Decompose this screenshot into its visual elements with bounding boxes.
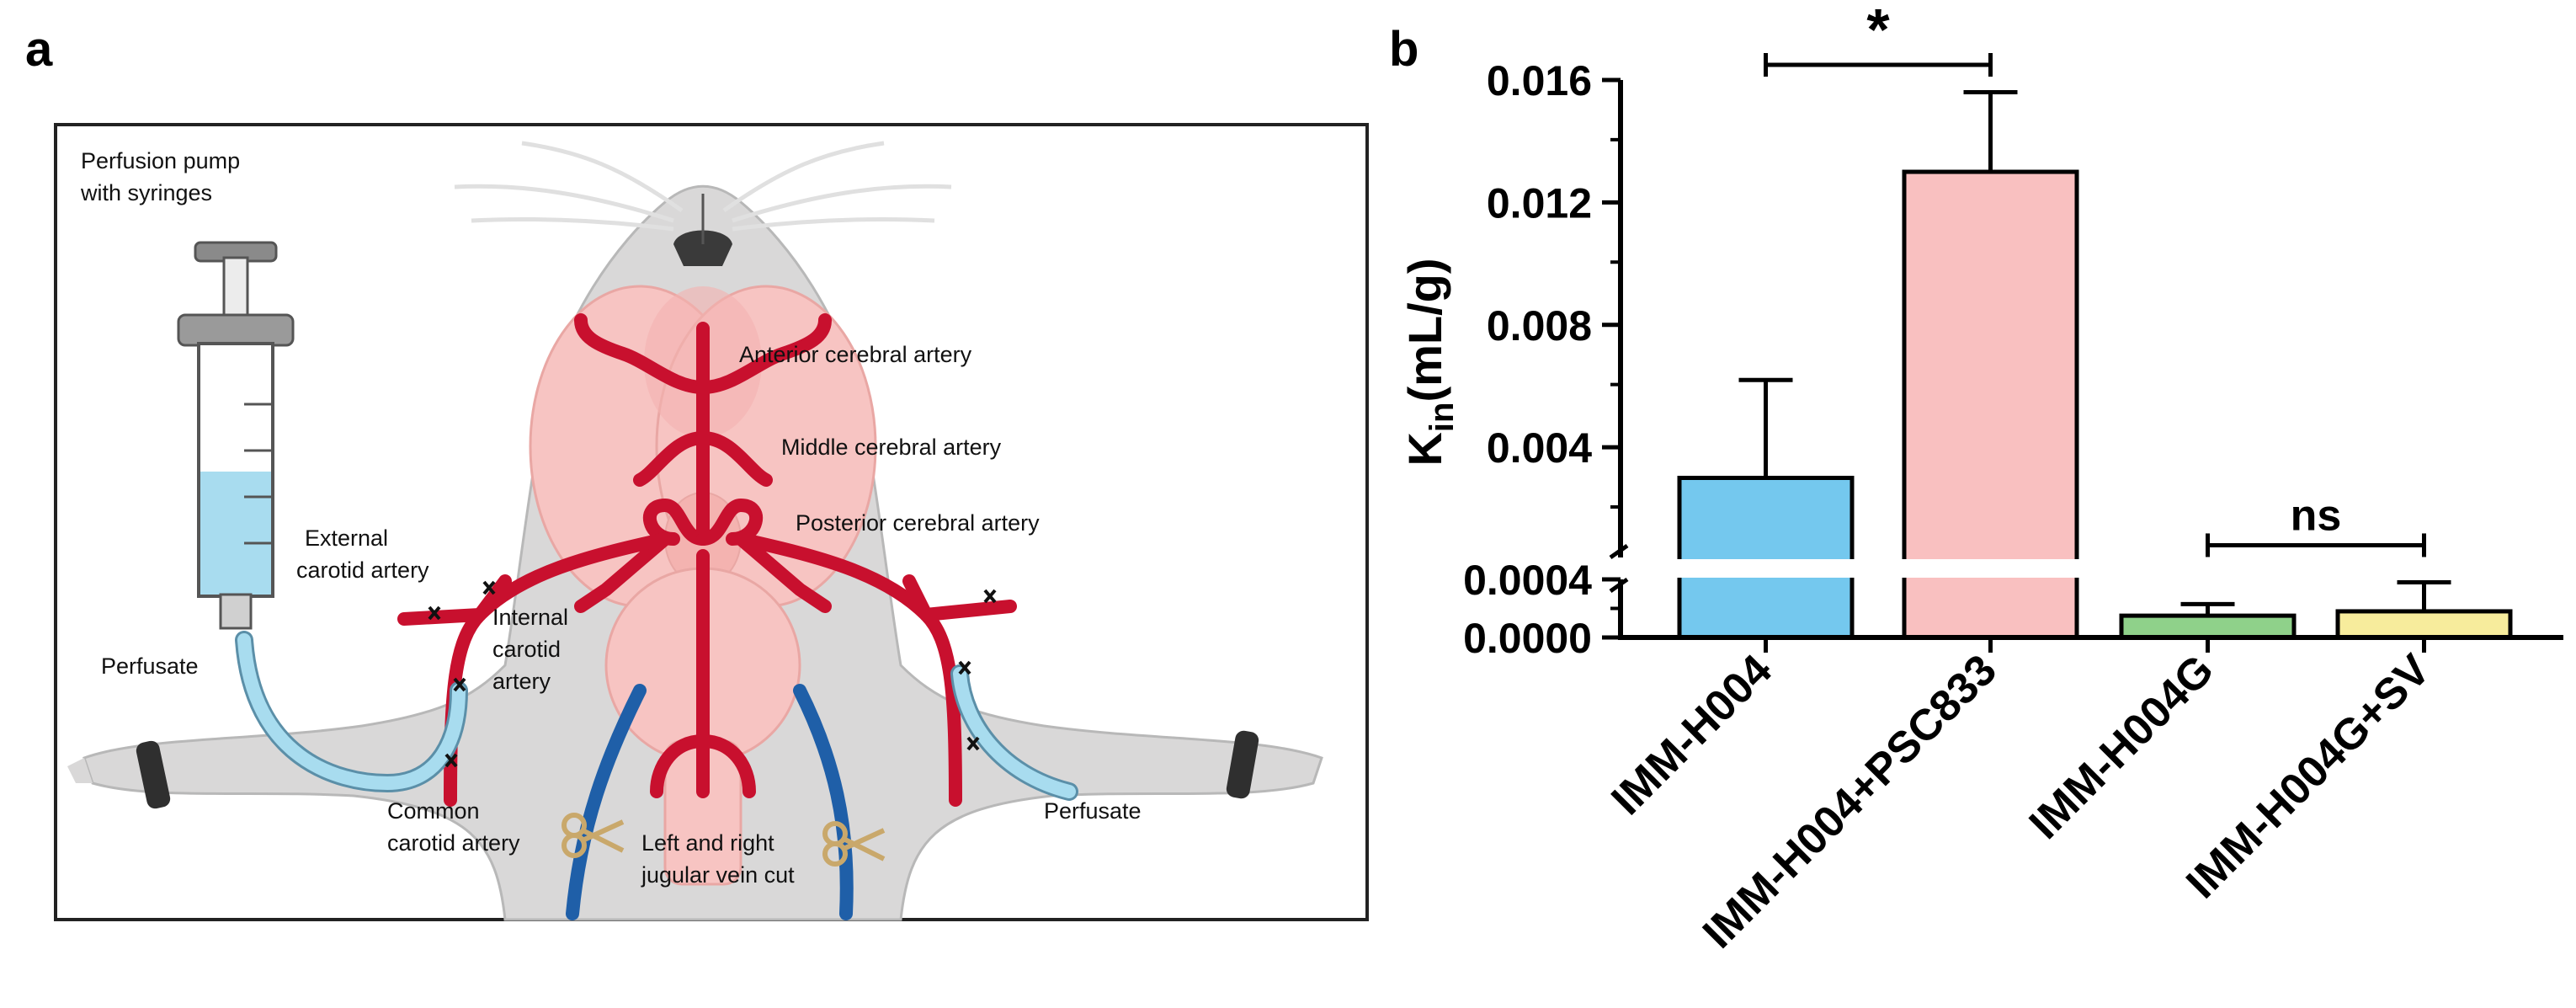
bar-1 xyxy=(1677,476,1855,640)
y-tick-label: 0.016 xyxy=(1487,57,1592,104)
label-internal-2: carotid xyxy=(492,637,561,662)
syringe xyxy=(177,241,295,630)
mouse-nose xyxy=(673,230,732,266)
axis-break-gap xyxy=(1674,559,2084,578)
whiskers xyxy=(454,141,952,232)
bar-chart: Kin(mL/g) 0.016 0.012 0.008 0.004 0.0004 0.00… xyxy=(1398,0,2563,958)
label-common-1: Common xyxy=(387,798,480,824)
label-jugular-1: Left and right xyxy=(641,830,774,856)
label-common-2: carotid artery xyxy=(387,830,520,856)
label-anterior-artery: Anterior cerebral artery xyxy=(739,342,972,367)
y-tick-label: 0.0000 xyxy=(1463,615,1592,662)
significance-label: * xyxy=(1866,0,1890,62)
label-perfusate-left: Perfusate xyxy=(101,653,199,679)
axis-break-mark-lower xyxy=(1609,577,1629,594)
scissors-icon-left xyxy=(562,813,625,858)
diagram-panel-a: Perfusion pump with syringes Anterior ce… xyxy=(54,123,1369,921)
bar-4 xyxy=(2335,609,2513,640)
x-tick-label: IMM-H004G xyxy=(2020,645,2223,848)
label-posterior-artery: Posterior cerebral artery xyxy=(796,510,1040,536)
ligature-ties xyxy=(428,580,997,768)
y-tick-label: 0.008 xyxy=(1487,302,1592,349)
scissors-icon-right xyxy=(822,821,886,867)
significance-label: ns xyxy=(2291,491,2342,540)
y-tick-label: 0.004 xyxy=(1487,424,1592,472)
y-axis-label: Kin(mL/g) xyxy=(1398,258,1461,466)
axis-break-mark-upper xyxy=(1609,543,1629,560)
label-external-1: External xyxy=(305,525,388,551)
y-tick-label: 0.012 xyxy=(1487,179,1592,227)
jugular-veins xyxy=(566,684,854,920)
cerebral-arteries xyxy=(397,313,1017,807)
perfusion-tubing xyxy=(235,631,1078,801)
label-external-2: carotid artery xyxy=(296,557,429,583)
label-jugular-2: jugular vein cut xyxy=(641,862,795,888)
label-internal-1: Internal xyxy=(492,605,568,630)
panel-label-b: b xyxy=(1389,22,1418,77)
label-internal-3: artery xyxy=(492,669,551,694)
panel-label-a: a xyxy=(25,22,53,77)
bar-3 xyxy=(2119,613,2297,640)
label-pump-2: with syringes xyxy=(80,180,212,205)
label-pump-1: Perfusion pump xyxy=(81,148,240,173)
label-middle-artery: Middle cerebral artery xyxy=(781,435,1002,460)
mouse-paws xyxy=(67,730,1259,809)
x-tick-label: IMM-H004 xyxy=(1602,645,1781,824)
y-tick-label: 0.0004 xyxy=(1463,557,1592,604)
label-perfusate-right: Perfusate xyxy=(1044,798,1142,824)
